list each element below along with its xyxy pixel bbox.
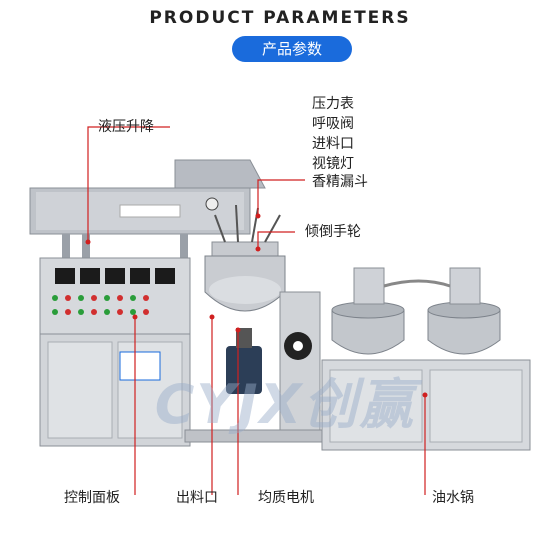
label-oil-water-pot: 油水锅 bbox=[432, 490, 474, 506]
label-discharge-port: 出料口 bbox=[176, 490, 218, 506]
section-badge: 产品参数 bbox=[232, 36, 352, 62]
label-breather-valve: 呼吸阀 bbox=[312, 116, 354, 132]
label-sight-lamp: 视镜灯 bbox=[312, 156, 354, 172]
water-pot bbox=[427, 309, 501, 355]
label-pressure-gauge: 压力表 bbox=[312, 96, 354, 112]
handwheel-callout bbox=[257, 231, 295, 248]
lift-cover bbox=[174, 159, 266, 189]
label-control-panel: 控制面板 bbox=[64, 490, 120, 506]
hydraulic-lift-callout bbox=[87, 126, 170, 240]
label-hydraulic-lift: 液压升降 bbox=[98, 119, 154, 135]
brand-watermark: CYJX创赢 bbox=[154, 373, 416, 436]
panel-plate bbox=[119, 351, 161, 381]
label-flavor-funnel: 香精漏斗 bbox=[312, 174, 368, 190]
nameplate bbox=[119, 204, 181, 218]
oil-pot bbox=[331, 309, 405, 355]
page-title: PRODUCT PARAMETERS bbox=[149, 8, 411, 28]
top-items-callout bbox=[257, 179, 305, 215]
label-feed-inlet: 进料口 bbox=[312, 136, 354, 152]
homogenizer-motor bbox=[226, 346, 262, 394]
label-homogenizer-motor: 均质电机 bbox=[258, 490, 314, 506]
handwheel-column bbox=[279, 291, 321, 441]
label-tilt-handwheel: 倾倒手轮 bbox=[305, 224, 361, 240]
